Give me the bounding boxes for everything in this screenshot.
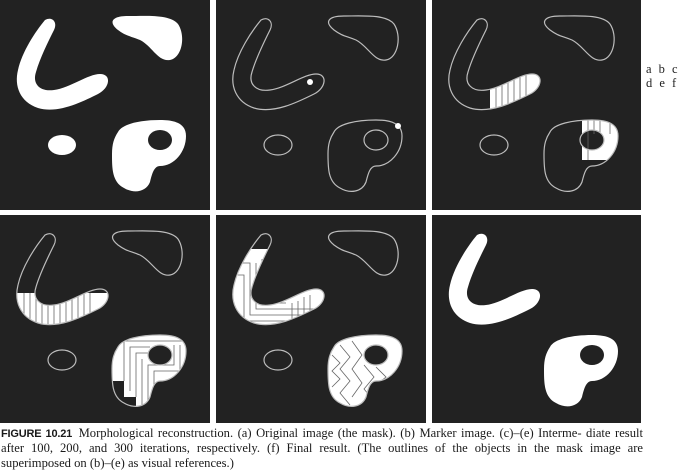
panel-d-iteration-200 [0, 215, 210, 423]
panel-c-iteration-100 [432, 0, 641, 210]
blob-outline [327, 15, 399, 61]
hole-outline [363, 129, 389, 151]
figure-caption: FIGURE 10.21 Morphological reconstructio… [1, 426, 643, 470]
panel-b-marker-image [216, 0, 426, 210]
panel-letters-row-2: d e f [646, 76, 679, 90]
oval-outline [263, 134, 293, 156]
panel-a-mask-image [0, 0, 210, 210]
lump-filled-region [580, 120, 618, 160]
panel-e-iteration-300 [216, 215, 426, 423]
marker-dot-hook [307, 79, 313, 85]
panel-letters-row-1: a b c [646, 62, 680, 76]
lump-hole [148, 130, 172, 150]
marker-dot-lump [395, 123, 401, 129]
caption-line-3: mask image are superimposed on (b)–(e) a… [1, 441, 643, 470]
hook-filled-region [232, 233, 325, 325]
panel-f-final-result [432, 215, 641, 423]
panel-letter-key: a b c d e f [646, 62, 680, 90]
lump-object [112, 120, 186, 192]
oval-object [48, 135, 76, 155]
hook-outline [232, 18, 325, 111]
figure-label: FIGURE 10.21 [1, 428, 73, 440]
caption-line-1: Morphological reconstruction. (a) Origin… [78, 426, 582, 440]
lump-outline [327, 119, 403, 192]
reconstructed-lump [544, 335, 618, 407]
lump-hole [580, 345, 604, 365]
hook-filled-region [16, 293, 109, 325]
hook-object [16, 18, 109, 110]
reconstructed-hook [448, 233, 541, 325]
blob-object [112, 15, 183, 61]
caption-line-2: diate result after 100, 200, and 300 ite… [1, 426, 643, 456]
